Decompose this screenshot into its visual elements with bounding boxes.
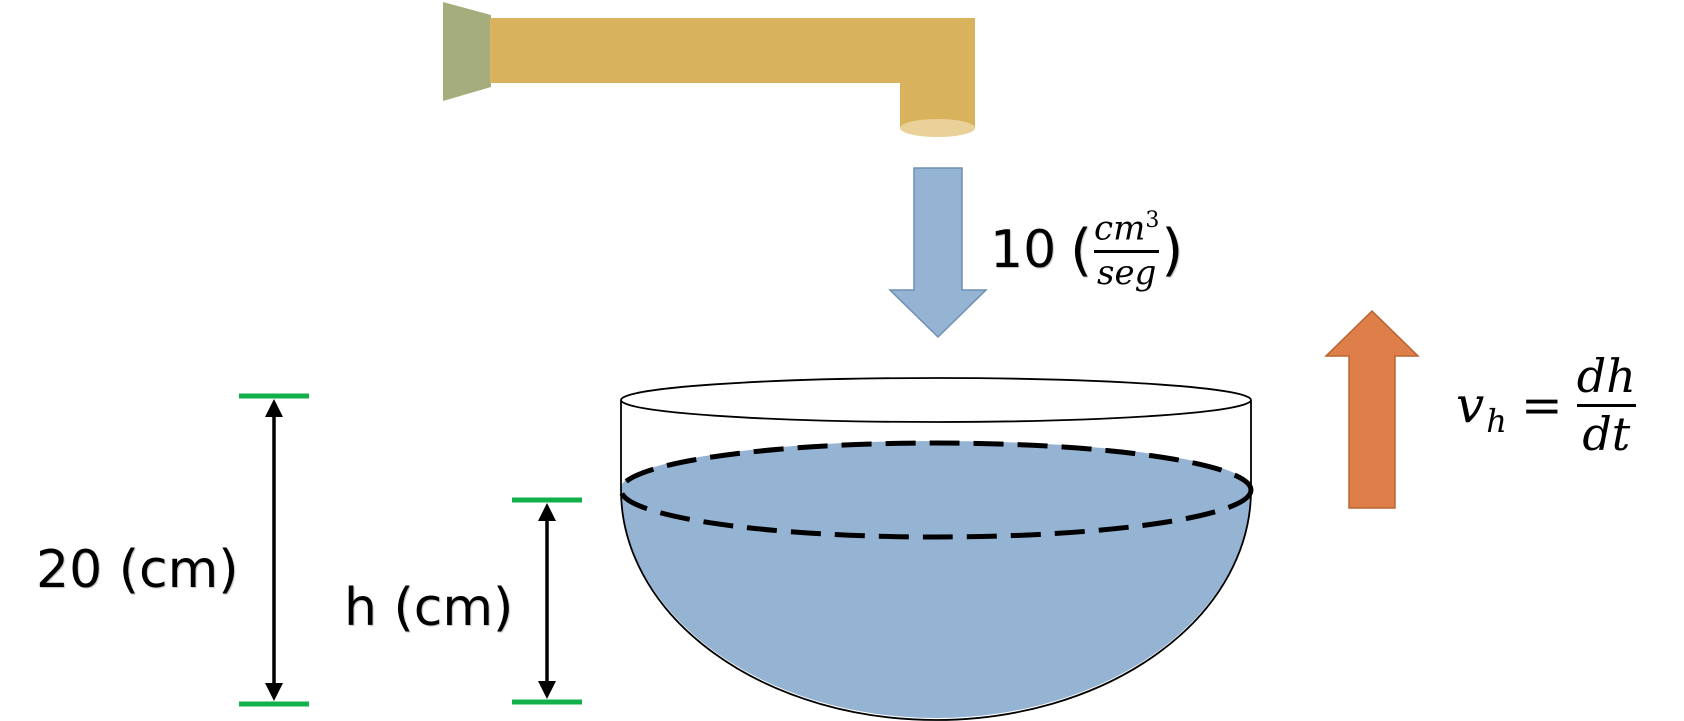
bowl-rim <box>620 377 1252 423</box>
flow-rate-unit-exponent: 3 <box>1145 207 1160 233</box>
rate-equation-variable: v <box>1456 376 1485 434</box>
total-height-dimension <box>239 393 309 707</box>
flow-rate-fraction-bar <box>1094 249 1160 253</box>
rate-equation-fraction-bar <box>1576 403 1636 407</box>
faucet-outlet <box>900 119 975 137</box>
rate-equation-subscript: h <box>1486 402 1507 440</box>
rate-equation: v h = dh dt <box>1456 340 1636 470</box>
flow-rate-label: 10 ( cm3 seg ) <box>990 200 1183 300</box>
water-height-arrowhead-up <box>538 503 556 521</box>
water-height-label: h (cm) <box>344 578 514 638</box>
water-surface <box>618 440 1254 540</box>
total-height-label: 20 (cm) <box>36 540 239 600</box>
rate-equation-fraction: dh dt <box>1576 349 1636 461</box>
faucet-handle <box>443 2 491 101</box>
inflow-arrow <box>888 167 988 339</box>
total-height-arrowhead-down <box>265 683 283 701</box>
water-height-dimension <box>512 497 582 705</box>
flow-rate-unit-fraction: cm3 seg <box>1094 207 1160 293</box>
flow-rate-value: 10 <box>990 220 1057 280</box>
hemispherical-tank <box>618 377 1254 721</box>
flow-rate-unit-numerator: cm3 <box>1094 207 1160 248</box>
rise-arrow <box>1324 309 1420 509</box>
rate-equation-equals: = <box>1520 376 1563 434</box>
faucet <box>443 2 975 137</box>
water-body <box>621 441 1251 718</box>
flow-rate-unit-denominator: seg <box>1097 252 1157 293</box>
water-height-arrowhead-down <box>538 681 556 699</box>
bowl-outline <box>620 400 1252 721</box>
flow-rate-open-paren: ( <box>1070 217 1093 283</box>
rate-equation-numerator: dh <box>1576 349 1636 404</box>
total-height-arrowhead-up <box>265 399 283 417</box>
rate-equation-denominator: dt <box>1582 406 1631 461</box>
flow-rate-close-paren: ) <box>1161 217 1184 283</box>
faucet-pipe <box>490 18 975 128</box>
